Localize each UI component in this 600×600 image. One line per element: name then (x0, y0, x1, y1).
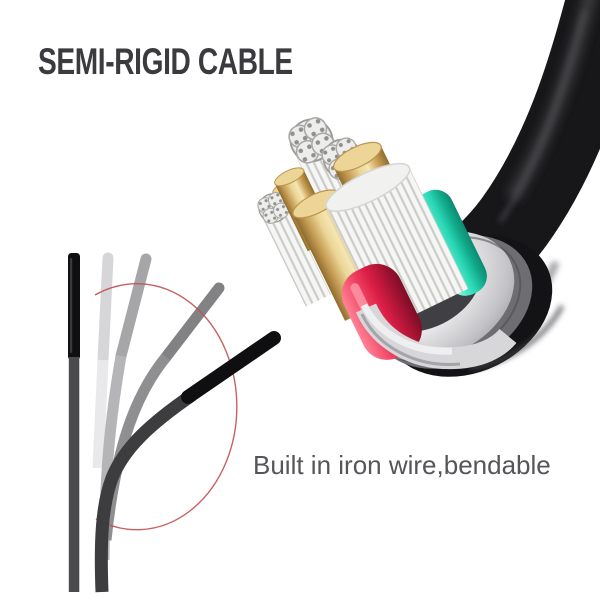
wire-bundle (253, 111, 487, 360)
cable-position-2 (92, 252, 114, 469)
cutaway-cable-illustration (253, 0, 600, 377)
cable-position-1 (68, 253, 80, 592)
feature-caption: Built in iron wire,bendable (253, 450, 551, 480)
bend-sequence-illustration (68, 252, 281, 593)
white-strand-wire (253, 188, 332, 307)
collar-front-rim (355, 303, 517, 370)
page-title: SEMI-RIGID CABLE (38, 41, 293, 82)
bend-arc (94, 283, 238, 531)
cable-position-5 (94, 331, 281, 593)
white-strand-wire (325, 162, 469, 329)
